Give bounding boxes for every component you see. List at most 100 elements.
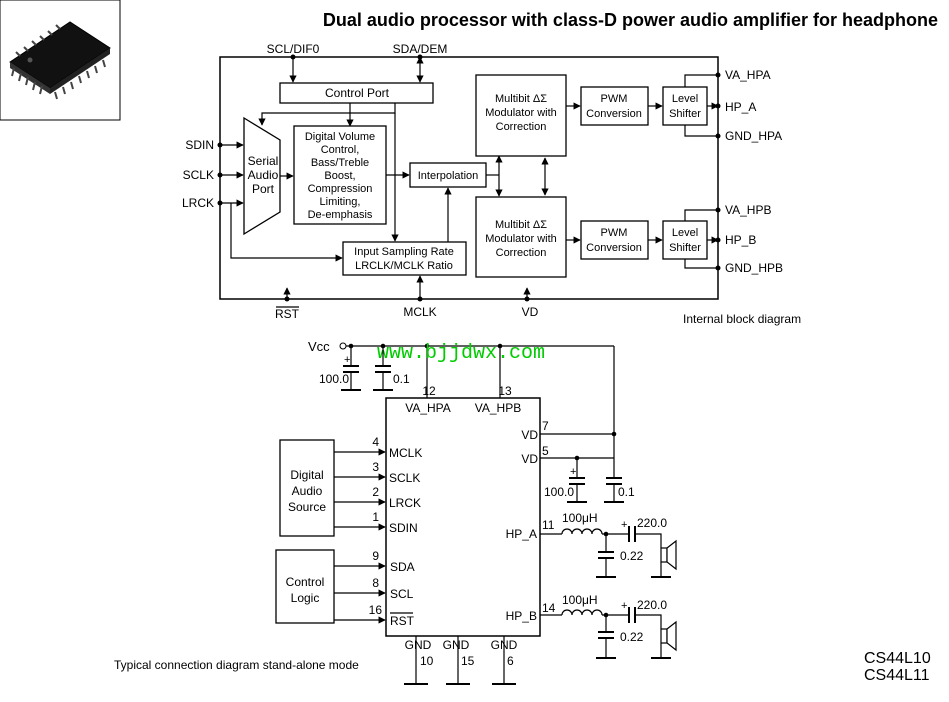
interpolation-block — [409, 162, 487, 188]
svg-text:De-emphasis: De-emphasis — [308, 209, 373, 221]
svg-text:Bass/Treble: Bass/Treble — [311, 157, 369, 169]
svg-text:Level: Level — [672, 93, 698, 105]
svg-text:15: 15 — [461, 654, 475, 668]
pin-va-hpb: VA_HPB — [725, 203, 771, 217]
svg-text:Compression: Compression — [308, 183, 373, 195]
svg-text:5: 5 — [542, 444, 549, 458]
chip-pin-rst: RST — [390, 614, 415, 628]
svg-text:6: 6 — [507, 654, 514, 668]
svg-text:Audio: Audio — [292, 484, 323, 498]
chip-pin-hp-b: HP_B — [506, 609, 537, 623]
pin-hp-b: HP_B — [725, 233, 756, 247]
svg-text:Input Sampling Rate: Input Sampling Rate — [354, 246, 454, 258]
input-sampling-rate-block — [342, 241, 467, 276]
chip-pin-va-hpa: VA_HPA — [405, 401, 451, 415]
svg-text:Shifter: Shifter — [669, 108, 701, 120]
page-title: Dual audio processor with class-D power … — [323, 10, 938, 30]
vd-ceramic-cap-value: 0.1 — [618, 485, 635, 499]
chip-pin-gnd-15: GND — [443, 638, 470, 652]
svg-text:13: 13 — [498, 384, 512, 398]
svg-text:Source: Source — [288, 500, 326, 514]
svg-text:10: 10 — [420, 654, 434, 668]
filter-cap-b-value: 0.22 — [620, 630, 644, 644]
part-number-cs44l11: CS44L11 — [864, 667, 930, 684]
pin-vd: VD — [522, 305, 539, 319]
pin-rst: RST — [275, 307, 300, 321]
svg-text:Control: Control — [286, 575, 325, 589]
svg-text:Digital Volume: Digital Volume — [305, 131, 375, 143]
coupling-cap-b-value: 220.0 — [637, 598, 667, 612]
watermark-text: www.bjjdwx.com — [377, 342, 545, 365]
pin-sdin: SDIN — [185, 138, 214, 152]
control-logic-block — [275, 549, 335, 624]
internal-block-diagram: SCL/DIF0 SDA/DEM Control Port SDIN SCLK … — [182, 42, 801, 326]
modulator-a-block — [475, 74, 567, 157]
svg-text:2: 2 — [372, 485, 379, 499]
vcc-bulk-cap-value: 100.0 — [319, 372, 349, 386]
chip-outline — [219, 56, 719, 300]
control-port-block — [279, 82, 434, 104]
headphone-a-speaker-icon — [660, 539, 677, 571]
inductor-a-value: 100μH — [562, 511, 598, 525]
chip-pin-sdin: SDIN — [389, 521, 418, 535]
block-diagram-caption: Internal block diagram — [683, 312, 801, 326]
svg-text:Multibit ΔΣ: Multibit ΔΣ — [495, 219, 547, 231]
svg-text:Audio: Audio — [248, 168, 279, 182]
pwm-a-block — [580, 86, 649, 126]
svg-text:Shifter: Shifter — [669, 242, 701, 254]
svg-text:LRCLK/MCLK Ratio: LRCLK/MCLK Ratio — [355, 260, 453, 272]
pin-lrck: LRCK — [182, 196, 214, 210]
chip-pin-sclk: SCLK — [389, 471, 420, 485]
control-port-label: Control Port — [325, 86, 390, 100]
chip-pin-scl: SCL — [390, 587, 414, 601]
chip-pin-gnd-10: GND — [405, 638, 432, 652]
headphone-b-speaker-icon — [660, 620, 677, 652]
vcc-label: Vcc — [308, 339, 330, 354]
chip-pin-vd-5: VD — [521, 452, 538, 466]
pin-hp-a: HP_A — [725, 100, 756, 114]
svg-text:Interpolation: Interpolation — [418, 170, 479, 182]
svg-text:14: 14 — [542, 601, 556, 615]
svg-text:Modulator with: Modulator with — [485, 233, 557, 245]
svg-text:1: 1 — [372, 510, 379, 524]
pin-va-hpa: VA_HPA — [725, 68, 771, 82]
svg-text:+: + — [621, 519, 627, 531]
svg-text:11: 11 — [542, 518, 555, 532]
chip-pin-mclk: MCLK — [389, 446, 422, 460]
pin-mclk: MCLK — [403, 305, 436, 319]
svg-text:+: + — [570, 466, 576, 478]
chip-pin-hp-a: HP_A — [506, 527, 537, 541]
svg-text:Serial: Serial — [248, 154, 279, 168]
svg-text:9: 9 — [372, 549, 379, 563]
pin-sda-dem: SDA/DEM — [393, 42, 448, 56]
chip-pin-sda: SDA — [390, 560, 415, 574]
chip-package-illustration — [0, 0, 121, 121]
pin-gnd-hpa: GND_HPA — [725, 129, 782, 143]
svg-text:4: 4 — [372, 435, 379, 449]
filter-cap-a-value: 0.22 — [620, 549, 644, 563]
svg-text:Conversion: Conversion — [586, 108, 642, 120]
svg-text:12: 12 — [422, 384, 436, 398]
chip-pin-va-hpb: VA_HPB — [475, 401, 521, 415]
chip-pin-lrck: LRCK — [389, 496, 421, 510]
pin-gnd-hpb: GND_HPB — [725, 261, 783, 275]
svg-text:3: 3 — [372, 460, 379, 474]
vd-bulk-cap-value: 100.0 — [544, 485, 574, 499]
svg-text:Digital: Digital — [290, 468, 323, 482]
svg-text:+: + — [621, 600, 627, 612]
svg-text:PWM: PWM — [601, 93, 628, 105]
svg-text:Port: Port — [252, 182, 275, 196]
pin-sclk: SCLK — [183, 168, 214, 182]
modulator-b-block — [475, 196, 567, 278]
serial-audio-port-block — [243, 116, 281, 236]
chip-pin-vd-7: VD — [521, 428, 538, 442]
svg-text:+: + — [344, 354, 350, 366]
connection-schematic: Vcc www.bjjdwx.com + 100.0 0.1 12 13 — [114, 339, 677, 685]
svg-text:Multibit ΔΣ: Multibit ΔΣ — [495, 93, 547, 105]
coupling-cap-a-value: 220.0 — [637, 516, 667, 530]
svg-text:PWM: PWM — [601, 227, 628, 239]
svg-text:Level: Level — [672, 227, 698, 239]
cs44l1x-chip — [385, 397, 541, 637]
svg-text:Control,: Control, — [321, 144, 360, 156]
